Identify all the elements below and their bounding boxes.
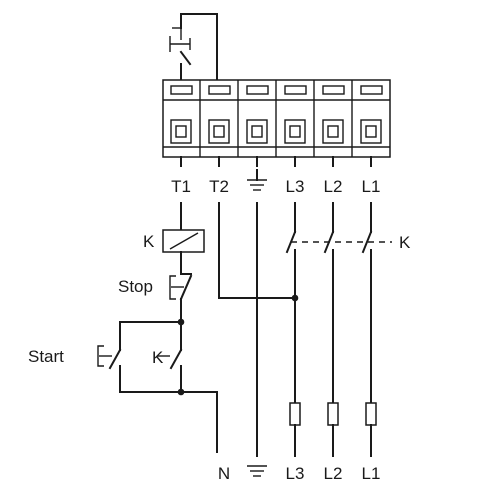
terminal-t1-label: T1 [171, 177, 191, 196]
stop-contact [179, 274, 193, 301]
aux-contact-label: K [152, 348, 164, 367]
terminal-l2-label: L2 [324, 177, 343, 196]
terminal-t2-label: T2 [209, 177, 229, 196]
terminal-l3-label: L3 [286, 177, 305, 196]
bottom-ground-symbol [247, 465, 267, 477]
top-ground-symbol [247, 169, 267, 191]
terminal-l1-label: L1 [362, 177, 381, 196]
start-contact [108, 348, 122, 370]
t2-wire [218, 202, 296, 299]
aux-contact [169, 348, 183, 370]
fuses [289, 402, 377, 457]
main-contactor [285, 202, 392, 404]
contactor-label: K [399, 233, 411, 252]
start-label: Start [28, 347, 64, 366]
supply-l1-label: L1 [362, 464, 381, 483]
terminal-block [162, 79, 391, 167]
supply-n-label: N [218, 464, 230, 483]
control-circuit [97, 202, 218, 453]
coil-label: K [143, 232, 155, 251]
stop-label: Stop [118, 277, 153, 296]
top-button-symbol [169, 13, 218, 81]
supply-l3-label: L3 [286, 464, 305, 483]
supply-l2-label: L2 [324, 464, 343, 483]
